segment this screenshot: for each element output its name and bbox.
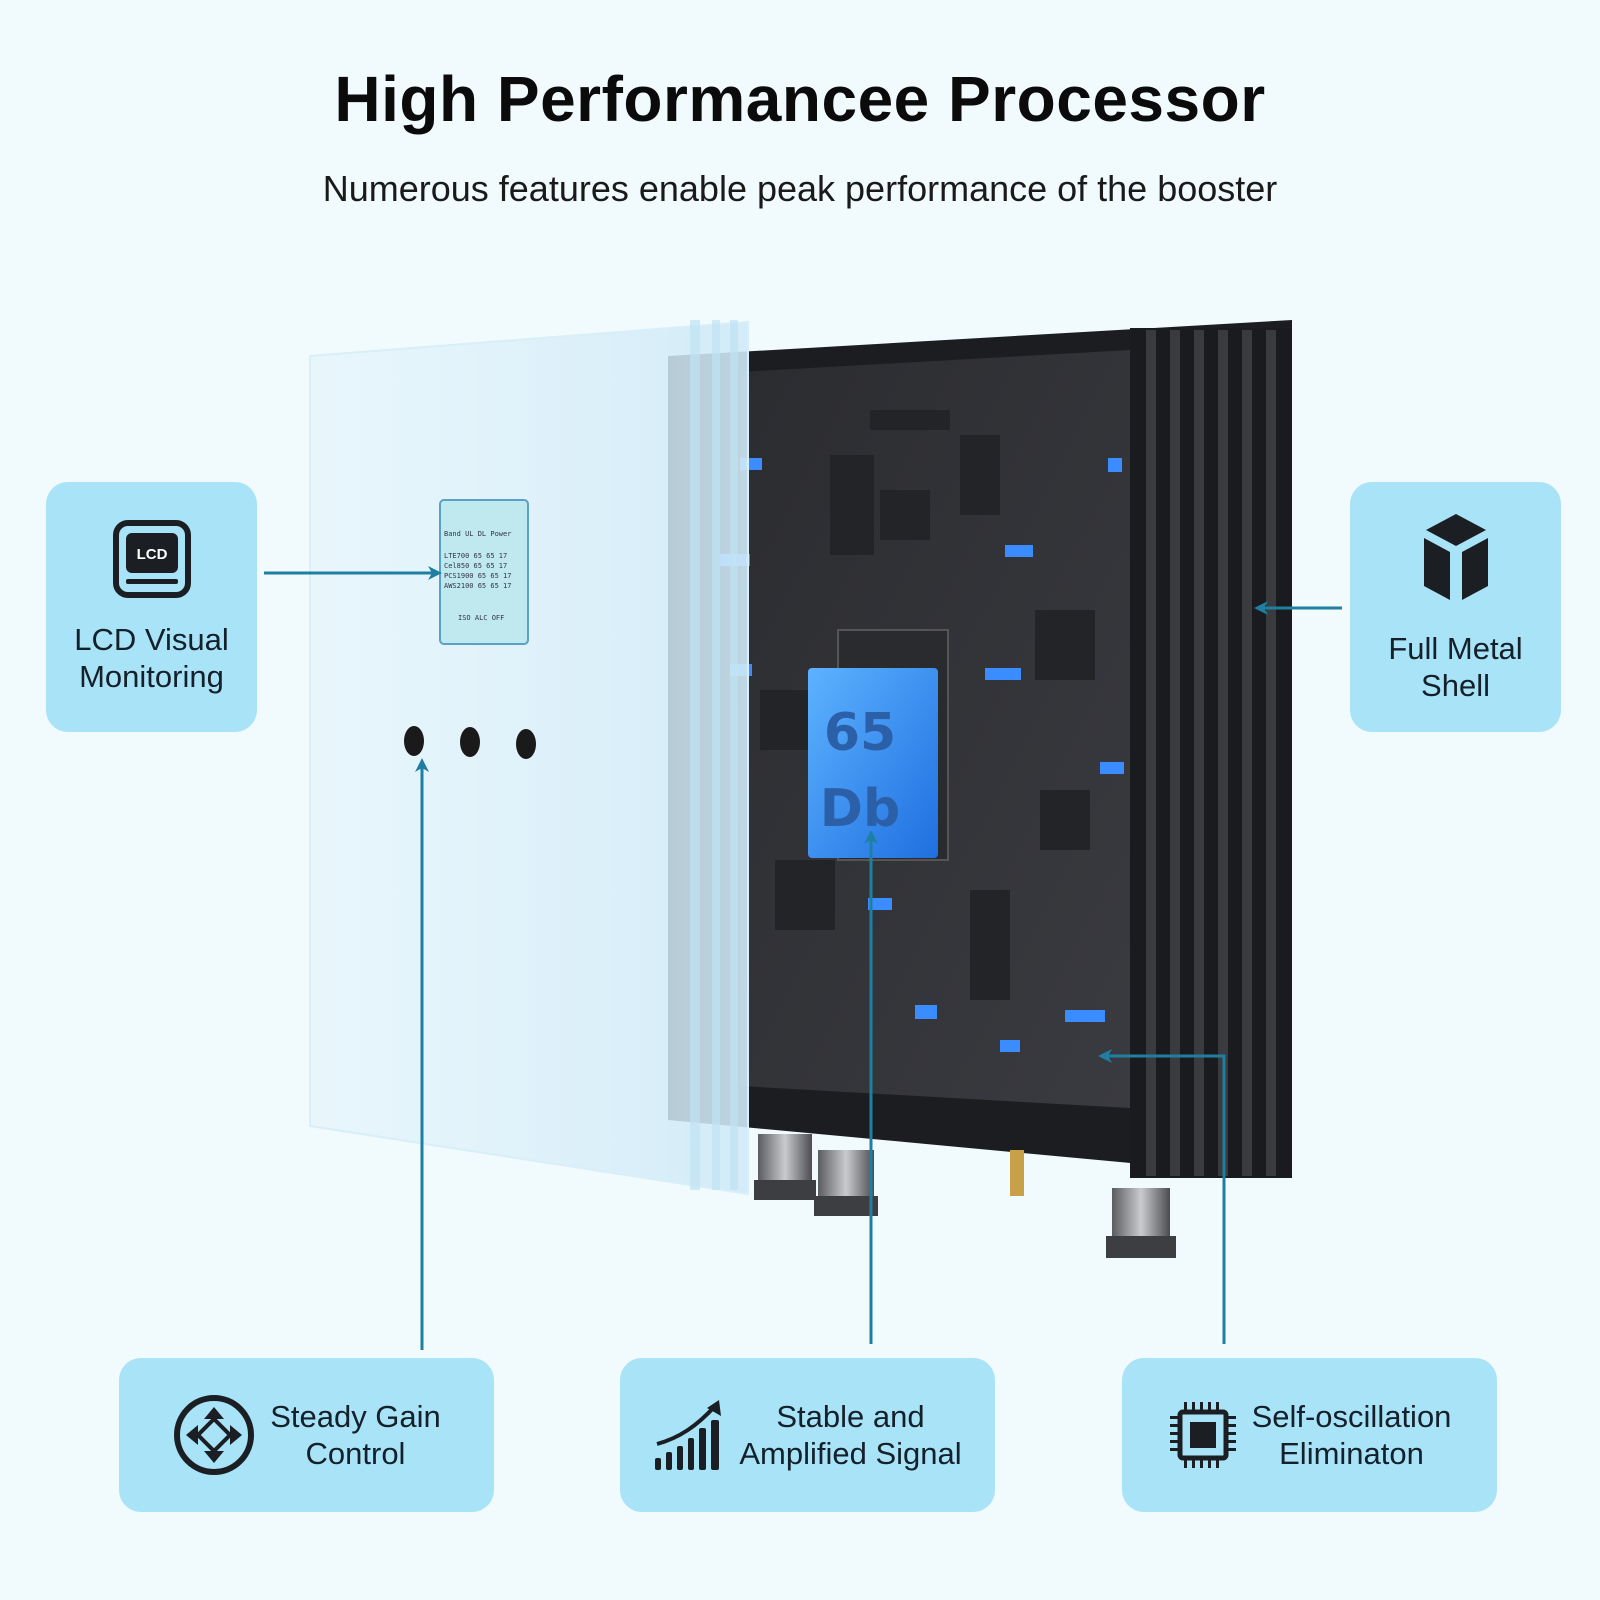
page-title: High Performancee Processor [334,63,1266,135]
heatsink-fins [1130,328,1292,1178]
chip-gain-value: 65 [824,703,896,763]
lcd-monitor-icon: LCD [112,520,191,598]
callout-arrows [264,566,1342,1350]
lcd-row-3: PCS1900 65 65 17 [444,572,511,580]
feature-card-amplified-signal: Stable and Amplified Signal [620,1358,995,1512]
metal-cube-icon [1423,514,1488,600]
lcd-icon-text: LCD [136,546,167,563]
arrow-self-oscillation [1098,1049,1226,1344]
feature-card-metal-shell: Full Metal Shell [1350,482,1561,732]
processor-chip-icon [1169,1402,1236,1468]
chip-gain-unit: Db [820,779,900,839]
lcd-header-text: Band UL DL Power [444,530,511,538]
feature-card-lcd: LCD LCD Visual Monitoring [46,482,257,732]
feature-label-gain-control: Steady Gain Control [270,1399,441,1471]
lcd-row-4: AWS2100 65 65 17 [444,582,511,590]
lcd-row-2: Cel850 65 65 17 [444,562,507,570]
feature-label-lcd: LCD Visual Monitoring [74,622,229,694]
lcd-footer-text: ISO ALC OFF [458,614,504,622]
direction-pad-icon [174,1395,255,1475]
feature-label-amplified-signal: Stable and Amplified Signal [739,1399,962,1471]
main-processor-chip [808,629,949,861]
circuit-components [760,410,1095,1000]
lcd-readout: Band UL DL Power LTE700 65 65 17 Cel850 … [444,530,511,622]
page-subtitle: Numerous features enable peak performanc… [322,168,1278,209]
lcd-row-1: LTE700 65 65 17 [444,552,507,560]
feature-card-self-oscillation: Self-oscillation Eliminaton [1122,1358,1497,1512]
transparent-front-cover [309,320,749,1196]
feature-label-metal-shell: Full Metal Shell [1388,631,1523,703]
antenna-connectors [754,1134,1176,1258]
feature-card-gain-control: Steady Gain Control [119,1358,494,1512]
metal-shell [668,320,1292,1178]
control-buttons [404,726,536,759]
signal-bars-icon [655,1400,722,1470]
feature-label-self-oscillation: Self-oscillation Eliminaton [1251,1399,1452,1471]
